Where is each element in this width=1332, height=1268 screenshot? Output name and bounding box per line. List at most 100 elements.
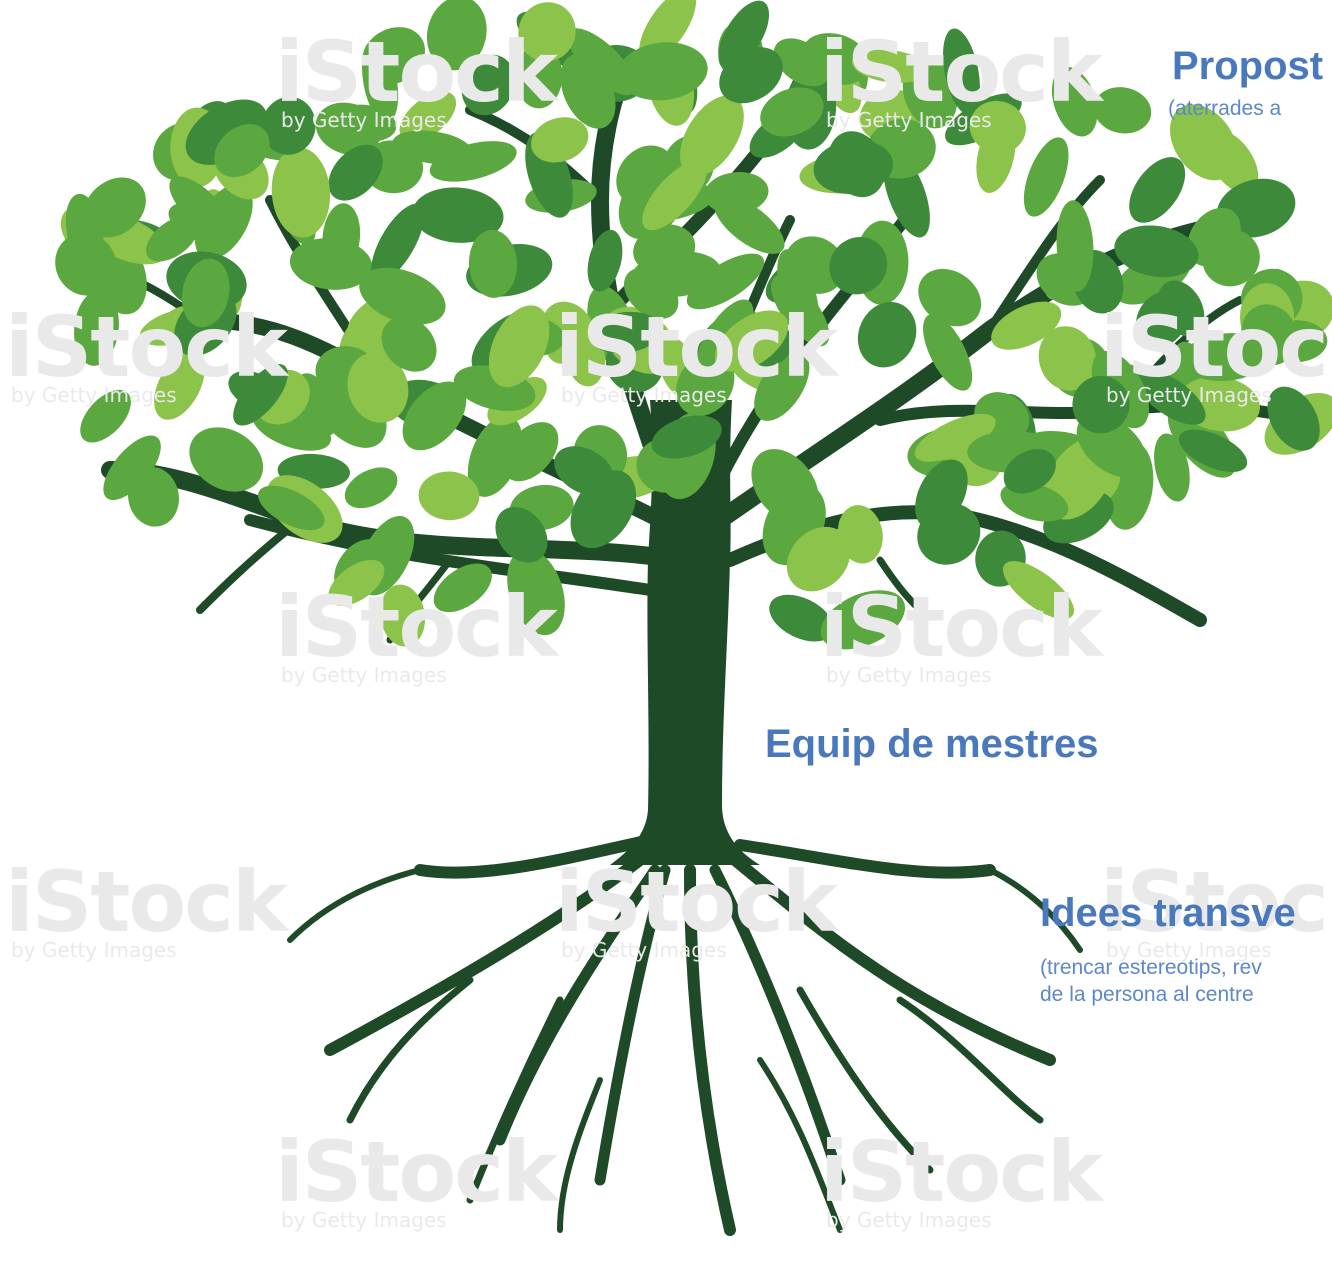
leaf [1267, 386, 1320, 451]
leaf-canopy [55, 0, 1332, 650]
leaf [1178, 429, 1248, 472]
leaf [371, 203, 425, 282]
leaf [74, 290, 119, 366]
root [734, 839, 996, 879]
leaf [1051, 66, 1098, 137]
leaf [402, 381, 467, 451]
leaf [642, 160, 707, 231]
leaf [676, 353, 735, 416]
leaf [328, 559, 385, 606]
leaf [328, 144, 383, 201]
root [346, 976, 474, 1124]
leaf [943, 28, 980, 115]
top-subtitle: (aterrades a [1168, 97, 1282, 120]
leaf [1038, 326, 1097, 391]
leaf [554, 446, 615, 496]
leaf [362, 39, 399, 123]
leaf [55, 232, 117, 296]
leaf [1241, 304, 1298, 366]
leaf [1134, 368, 1206, 425]
leaf [468, 229, 518, 298]
leaf [181, 258, 230, 328]
root [684, 864, 736, 1236]
leaf [1003, 449, 1056, 494]
root [414, 834, 656, 879]
root [494, 864, 661, 1146]
leaf [914, 413, 996, 462]
leaf [488, 305, 550, 388]
leaf [915, 459, 968, 529]
leaf [214, 124, 270, 178]
leaf [380, 584, 426, 647]
leaf [1056, 200, 1094, 292]
leaf [103, 435, 161, 501]
leaf [344, 467, 398, 509]
leaf [322, 203, 361, 272]
leaf [686, 253, 765, 310]
leaf [1202, 229, 1260, 287]
leaf [347, 352, 409, 423]
bottom-subtitle-line1: (trencar estereotips, rev [1040, 956, 1262, 979]
root [896, 996, 1044, 1124]
leaf [923, 314, 973, 391]
leaf [1003, 561, 1074, 620]
leaf [258, 485, 325, 531]
leaf [189, 427, 264, 492]
leaf [507, 548, 565, 636]
leaf [1093, 87, 1152, 134]
leaf [828, 131, 886, 198]
middle-heading: Equip de mestres [765, 722, 1099, 766]
leaf [261, 96, 316, 155]
leaf [680, 95, 744, 177]
leaf [271, 147, 331, 238]
root [987, 867, 1083, 953]
leaf [433, 563, 492, 613]
leaf [1170, 104, 1238, 181]
leaf [754, 351, 810, 421]
leaf [969, 100, 1026, 154]
leaf [588, 311, 662, 354]
leaf [426, 0, 487, 71]
leaf [80, 389, 131, 443]
branch [985, 175, 1105, 335]
leaf [704, 172, 769, 214]
leaf [1135, 291, 1188, 348]
root [757, 1057, 843, 1233]
leaf [651, 415, 722, 459]
leaf [461, 54, 515, 116]
leaf [169, 176, 231, 236]
root [466, 996, 564, 1204]
leaf [1072, 375, 1130, 434]
leaf [760, 87, 824, 137]
leaf [381, 316, 437, 372]
leaf [1154, 433, 1190, 502]
bottom-heading: Idees transve [1040, 891, 1296, 935]
root [324, 854, 646, 1056]
leaf [587, 229, 623, 292]
bottom-subtitle-line2: de la persona al centre [1040, 983, 1254, 1006]
root [729, 854, 1056, 1066]
leaf [771, 275, 830, 347]
top-heading: Propost [1172, 44, 1324, 88]
leaf [769, 594, 834, 642]
leaf [429, 141, 517, 182]
leaf [829, 237, 888, 295]
leaf [233, 364, 288, 426]
branch [876, 556, 924, 614]
leaf [1023, 137, 1069, 217]
leaf [154, 351, 205, 420]
leaf [1114, 225, 1199, 278]
leaf [495, 506, 548, 563]
branch [196, 516, 304, 614]
leaf [857, 302, 917, 368]
leaf [786, 526, 851, 592]
root [287, 867, 423, 943]
root [594, 864, 671, 1186]
leaf [773, 38, 831, 87]
leaf [784, 236, 846, 294]
leaf [918, 268, 982, 327]
leaf [502, 422, 559, 482]
leaf [531, 117, 589, 163]
leaf [1129, 157, 1186, 223]
